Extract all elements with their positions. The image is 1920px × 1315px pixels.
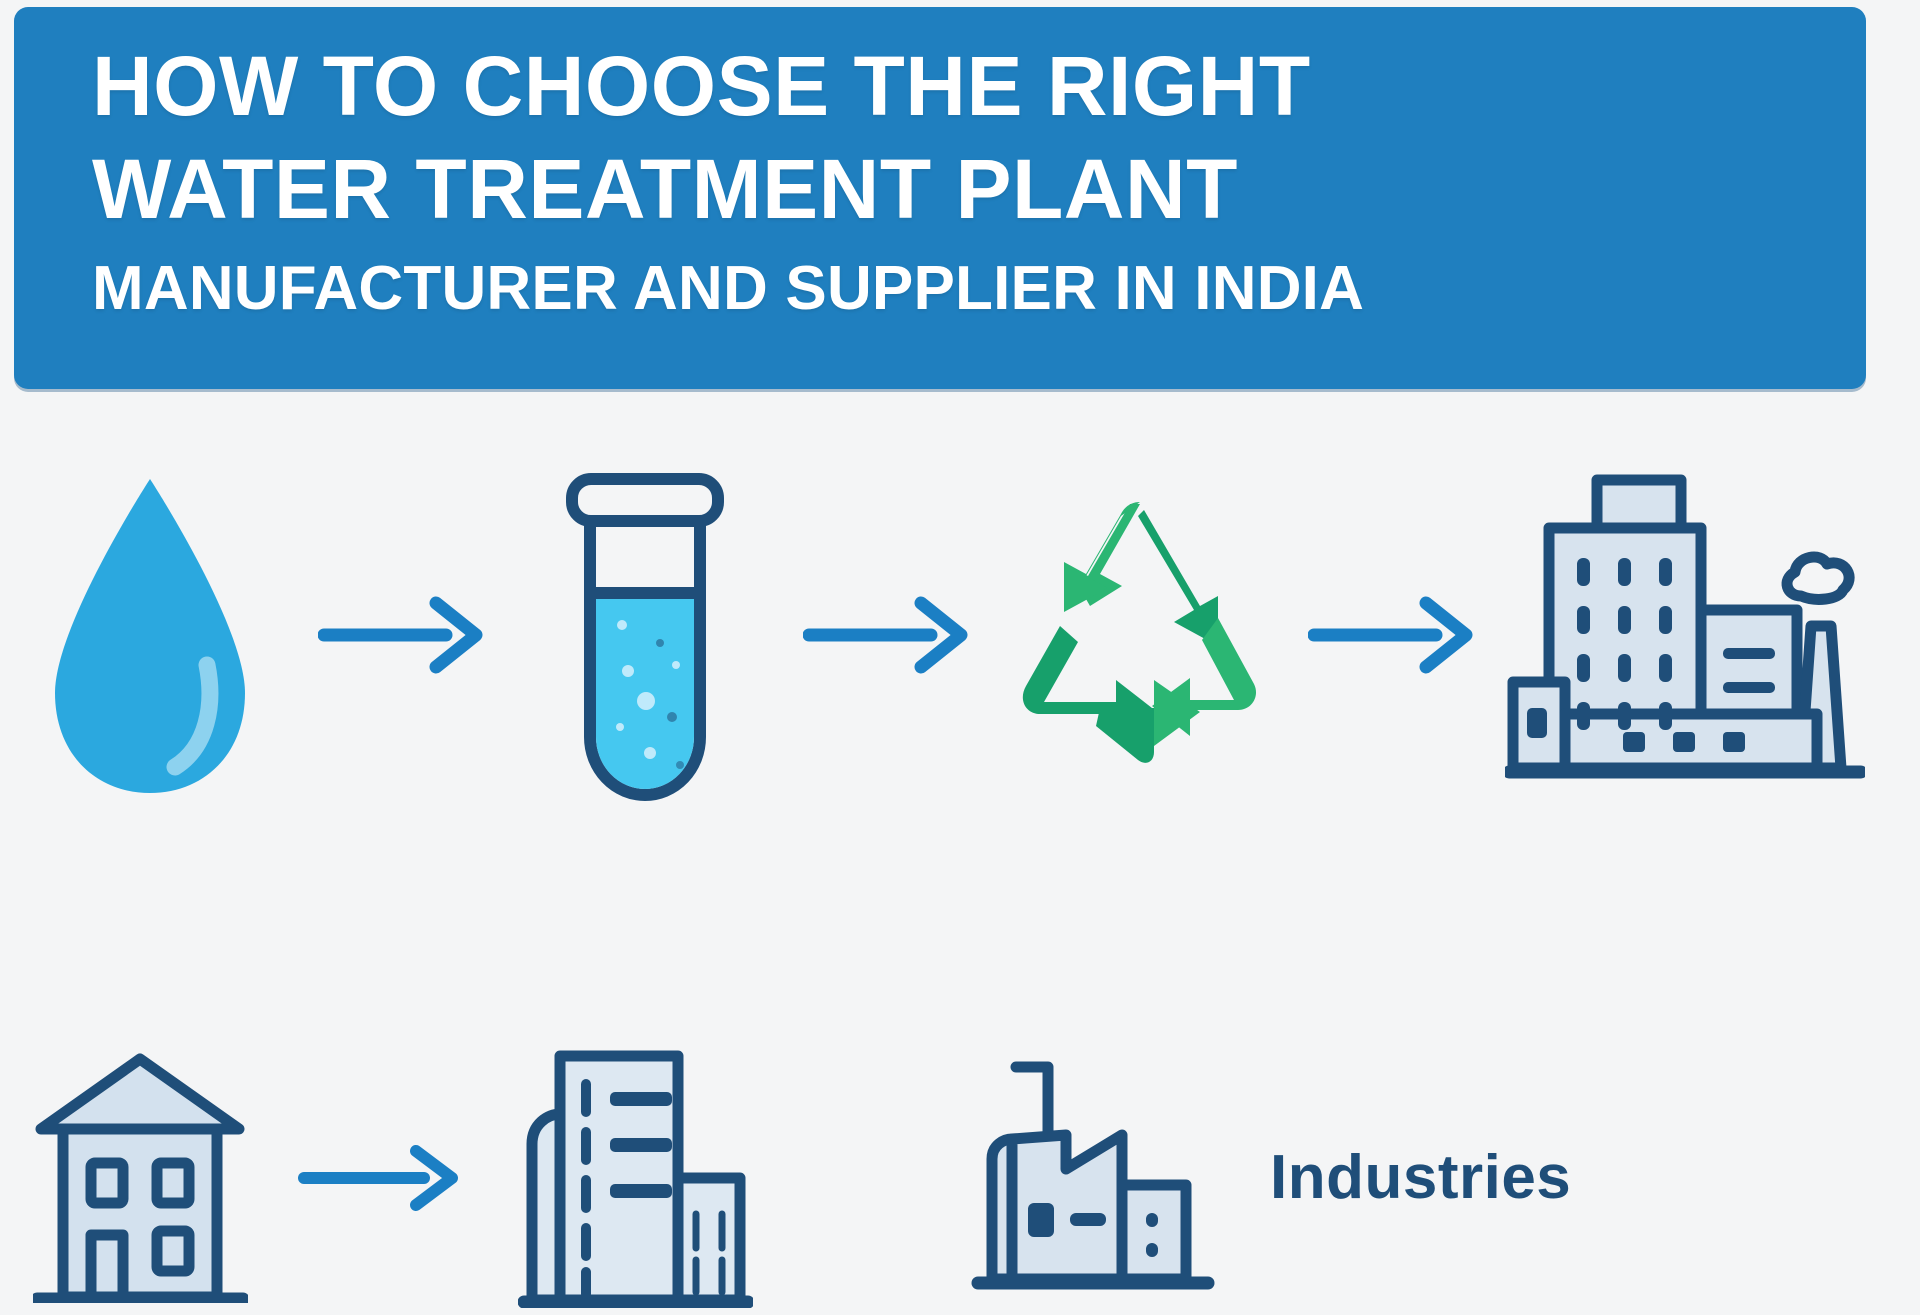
- water-drop-icon: [55, 479, 245, 793]
- test-tube-icon: [566, 473, 724, 801]
- industrial-buildings-icon: [1505, 474, 1865, 779]
- arrow-right-icon: [802, 596, 967, 674]
- house-icon: [32, 1053, 248, 1303]
- factory-slot: [950, 1053, 1240, 1303]
- office-towers-slot: [485, 1048, 785, 1308]
- title-banner: HOW TO CHOOSE THE RIGHT WATER TREATMENT …: [14, 7, 1866, 389]
- title-line-1: HOW TO CHOOSE THE RIGHT: [92, 39, 1311, 133]
- arrow-slot-3: [1290, 595, 1495, 675]
- arrow-right-icon: [297, 1144, 458, 1211]
- industries-label-slot: Industries: [1240, 1142, 1670, 1213]
- process-flow-top: [0, 440, 1920, 830]
- arrow-slot-4: [280, 1143, 485, 1213]
- industries-label: Industries: [1270, 1143, 1572, 1212]
- house-slot: [0, 1053, 280, 1303]
- recycle-icon: [1022, 502, 1257, 763]
- industrial-buildings-slot: [1495, 470, 1875, 800]
- arrow-slot-1: [300, 595, 505, 675]
- test-tube-slot: [505, 465, 785, 805]
- title-line-3: MANUFACTURER AND SUPPLIER IN INDIA: [92, 253, 1365, 323]
- process-flow-bottom: Industries: [0, 1040, 1920, 1315]
- arrow-slot-2: [785, 595, 990, 675]
- arrow-right-icon: [317, 596, 482, 674]
- water-drop-slot: [0, 465, 300, 805]
- arrow-right-icon: [1307, 596, 1472, 674]
- factory-icon: [971, 1061, 1215, 1289]
- office-towers-icon: [517, 1050, 753, 1308]
- recycle-slot: [990, 494, 1290, 776]
- title-line-2: WATER TREATMENT PLANT: [92, 142, 1238, 237]
